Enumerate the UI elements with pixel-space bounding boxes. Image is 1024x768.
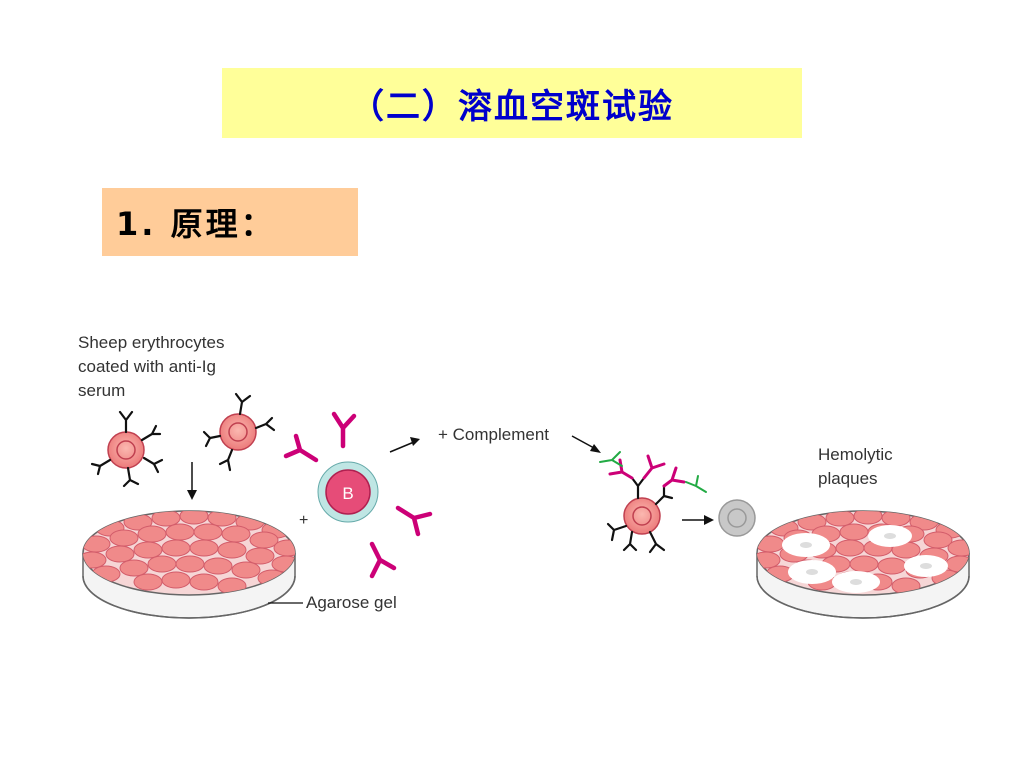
section-heading: 1. 原理： [116,205,276,243]
secreted-antibodies [283,411,433,579]
lysed-erythrocyte [718,499,756,537]
b-cell: B [317,461,379,523]
down-arrow-icon [187,462,197,500]
rbc-with-complement [599,451,707,554]
arrow-from-complement-icon [571,435,601,453]
hemolytic-plaques-label-1: Hemolytic [818,445,893,464]
section-heading-box: 1. 原理： [102,188,358,256]
plaques [782,525,948,593]
slide-title: （二）溶血空斑试验 [350,86,674,127]
agarose-gel-label: Agarose gel [306,593,397,612]
sheep-erythrocytes-label-1: Sheep erythrocytes [78,333,224,352]
arrow-to-lysed-cell-icon [682,515,714,525]
hemolytic-plaque-diagram: Sheep erythrocytes coated with anti-Ig s… [78,333,970,619]
sheep-erythrocytes-label-3: serum [78,381,125,400]
coated-erythrocyte-2 [202,392,276,472]
petri-dish-agarose [82,510,296,619]
coated-erythrocyte-1 [90,410,164,488]
hemolytic-plaques-label-2: plaques [818,469,878,488]
plus-sign: + [299,512,308,529]
sheep-erythrocytes-label-2: coated with anti-Ig [78,357,216,376]
slide-title-box: （二）溶血空斑试验 [222,68,802,138]
b-cell-label: B [342,484,353,503]
arrow-to-complement-icon [389,437,420,453]
complement-label: + Complement [438,425,549,444]
petri-dish-plaques [756,510,970,619]
